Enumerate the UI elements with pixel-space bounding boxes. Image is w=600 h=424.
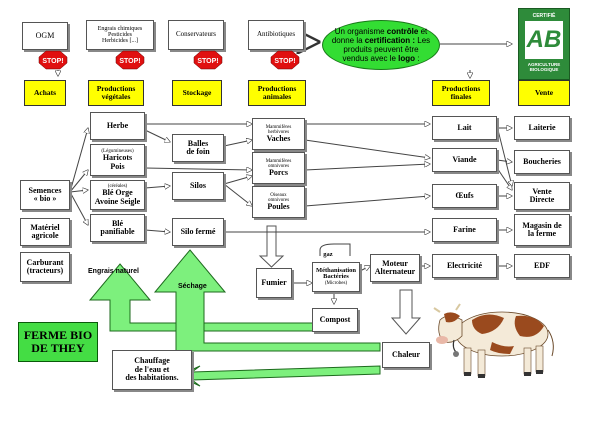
stop-sign-icon: STOP! xyxy=(193,50,223,70)
node-ble-panifiable: Blé panifiable xyxy=(90,214,145,242)
cow-illustration xyxy=(433,303,554,378)
node-haricots-pois: (Légumineuses)Haricots Pois xyxy=(90,144,145,176)
stop-sign-icon: STOP! xyxy=(115,50,145,70)
logo-certifie: CERTIFIÉ xyxy=(532,13,556,19)
box-antibiotiques: Antibiotiques xyxy=(248,20,304,50)
label-engrais-naturel: Engrais naturel xyxy=(88,268,139,275)
node-ble-orge-avoine-seigle: (céréales)Blé Orge Avoine Seigle xyxy=(90,180,145,210)
box-engrais-chimiques: Engrais chimiques Pesticides Herbicides … xyxy=(86,20,154,50)
node-carburant: Carburant (tracteurs) xyxy=(20,252,70,282)
node-fumier: Fumier xyxy=(256,268,292,298)
node-boucheries: Boucheries xyxy=(514,150,570,174)
logo-ab-letters: AB xyxy=(525,21,563,59)
category-achats: Achats xyxy=(24,80,66,106)
category-stockage: Stockage xyxy=(172,80,222,106)
node-laiterie: Laiterie xyxy=(514,116,570,140)
stop-sign-icon: STOP! xyxy=(38,50,68,70)
stop-text: STOP! xyxy=(274,58,295,65)
stop-text: STOP! xyxy=(119,58,140,65)
certification-oval: Un organisme contrôle et donne la certif… xyxy=(322,20,440,70)
category-productions-animales: Productions animales xyxy=(248,80,306,106)
node-silo-ferme: Silo fermé xyxy=(172,218,224,246)
node-compost: Compost xyxy=(312,308,358,332)
node-oeufs: Œufs xyxy=(432,184,497,208)
label-sechage: Séchage xyxy=(178,283,207,290)
category-productions-vegetales: Productions végétales xyxy=(88,80,144,106)
node-electricite: Electricité xyxy=(432,254,497,278)
stop-text: STOP! xyxy=(42,58,63,65)
node-lait: Lait xyxy=(432,116,497,140)
magenta-tube xyxy=(319,243,351,256)
node-edf: EDF xyxy=(514,254,570,278)
category-vente: Vente xyxy=(518,80,570,106)
node-moteur-alternateur: Moteur Alternateur xyxy=(370,254,420,282)
node-materiel-agricole: Matériel agricole xyxy=(20,218,70,246)
node-silos: Silos xyxy=(172,172,224,200)
antibiotiques-label: Antibiotiques xyxy=(256,30,296,39)
stop-text: STOP! xyxy=(197,58,218,65)
node-vente-directe: Vente Directe xyxy=(514,182,570,210)
conservateurs-label: Conservateurs xyxy=(175,30,217,39)
engrais-chimiques-label: Engrais chimiques Pesticides Herbicides … xyxy=(97,25,143,45)
node-chauffage: Chauffage de l'eau et des habitations. xyxy=(112,350,192,390)
logo-agriculture-biologique: AGRICULTURE BIOLOGIQUE xyxy=(527,62,561,72)
node-methanisation: Méthanisation Bactéries(Microbes) xyxy=(312,262,360,292)
ogm-label: OGM xyxy=(35,30,55,40)
node-viande: Viande xyxy=(432,148,497,172)
box-ogm: OGM xyxy=(22,22,68,50)
node-balles-de-foin: Balles de foin xyxy=(172,134,224,162)
big-white-arrows xyxy=(258,225,422,335)
category-productions-finales: Productions finales xyxy=(432,80,490,106)
ab-logo: CERTIFIÉ AB AGRICULTURE BIOLOGIQUE xyxy=(518,8,570,80)
node-semences-bio: Semences « bio » xyxy=(20,180,70,210)
certification-text: Un organisme contrôle et donne la certif… xyxy=(331,26,431,64)
node-chaleur: Chaleur xyxy=(382,342,430,368)
node-herbe: Herbe xyxy=(90,112,145,140)
label-gaz: gaz xyxy=(323,251,333,259)
node-magasin-de-la-ferme: Magasin de la ferme xyxy=(514,214,570,246)
stop-sign-icon: STOP! xyxy=(270,50,300,70)
node-farine: Farine xyxy=(432,218,497,242)
farm-title: FERME BIO DE THEY xyxy=(18,322,98,362)
thin-arrows xyxy=(58,42,512,304)
box-conservateurs: Conservateurs xyxy=(168,20,224,50)
